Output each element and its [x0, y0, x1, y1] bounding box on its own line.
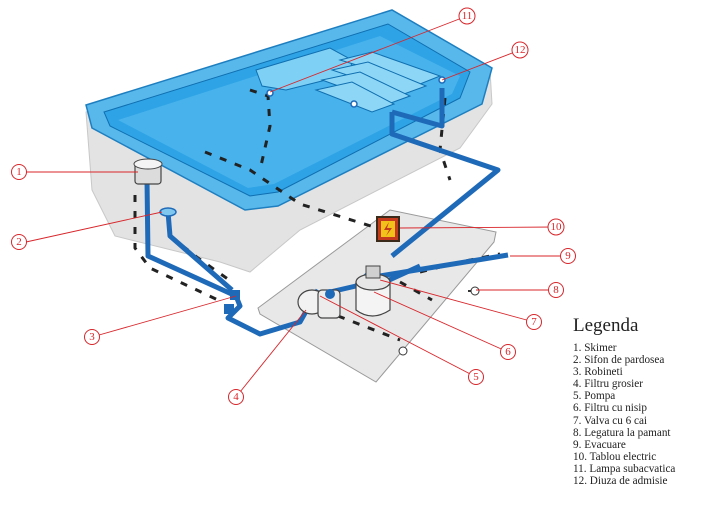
callout-10: 10 [547, 218, 565, 236]
callout-4: 4 [228, 389, 244, 405]
pump-assembly [297, 289, 341, 319]
electric-panel [376, 216, 400, 242]
pool [85, 9, 493, 273]
svg-text:2: 2 [16, 236, 22, 248]
callout-11: 11 [458, 7, 476, 25]
svg-text:4: 4 [233, 391, 239, 403]
valve [224, 304, 234, 314]
svg-text:7: 7 [531, 316, 537, 328]
callout-lines [25, 15, 568, 398]
svg-text:5: 5 [473, 371, 479, 383]
ground-connection-bolt [398, 346, 408, 356]
callout-12: 12 [511, 41, 529, 59]
legend-item: 9. Evacuare [573, 438, 626, 451]
svg-text:10: 10 [551, 221, 563, 233]
callout-1: 1 [11, 164, 27, 180]
legend-item: 4. Filtru grosier [573, 378, 643, 391]
svg-text:11: 11 [462, 10, 473, 22]
svg-text:8: 8 [553, 284, 559, 296]
ground-connection [468, 286, 480, 296]
legend-title: Legenda [573, 315, 639, 336]
legend-item: 1. Skimer [573, 342, 617, 354]
legend: Legenda 1. Skimer 2. Sifon de pardosea 3… [573, 315, 701, 487]
pool-steps [314, 51, 442, 113]
svg-text:6: 6 [505, 346, 511, 358]
legend-item: 5. Pompa [573, 390, 616, 403]
svg-text:1: 1 [16, 166, 22, 178]
callout-5: 5 [468, 369, 484, 385]
inlet-nozzle [350, 100, 358, 108]
legend-item: 10. Tablou electric [573, 450, 657, 463]
svg-text:3: 3 [89, 331, 95, 343]
legend-item: 2. Sifon de pardosea [573, 354, 665, 367]
sand-filter [355, 265, 391, 317]
floor-drain [159, 207, 177, 217]
legend-item: 7. Valva cu 6 cai [573, 414, 648, 427]
callout-2: 2 [11, 234, 27, 250]
legend-item: 8. Legatura la pamant [573, 426, 671, 439]
svg-text:9: 9 [565, 250, 571, 262]
legend-item: 11. Lampa subacvatica [573, 462, 676, 475]
callout-6: 6 [500, 344, 516, 360]
callout-9: 9 [560, 248, 576, 264]
callout-7: 7 [526, 314, 542, 330]
svg-text:12: 12 [515, 44, 526, 56]
callouts: 1 2 3 4 5 6 7 8 9 10 11 12 [11, 7, 576, 405]
legend-list: 1. Skimer 2. Sifon de pardosea 3. Robine… [573, 342, 701, 487]
callout-8: 8 [548, 282, 564, 298]
callout-3: 3 [84, 329, 100, 345]
legend-item: 3. Robineti [573, 366, 623, 379]
valve [230, 290, 240, 300]
skimmer [133, 158, 163, 185]
legend-item: 12. Diuza de admisie [573, 475, 668, 488]
legend-item: 6. Filtru cu nisip [573, 402, 647, 415]
